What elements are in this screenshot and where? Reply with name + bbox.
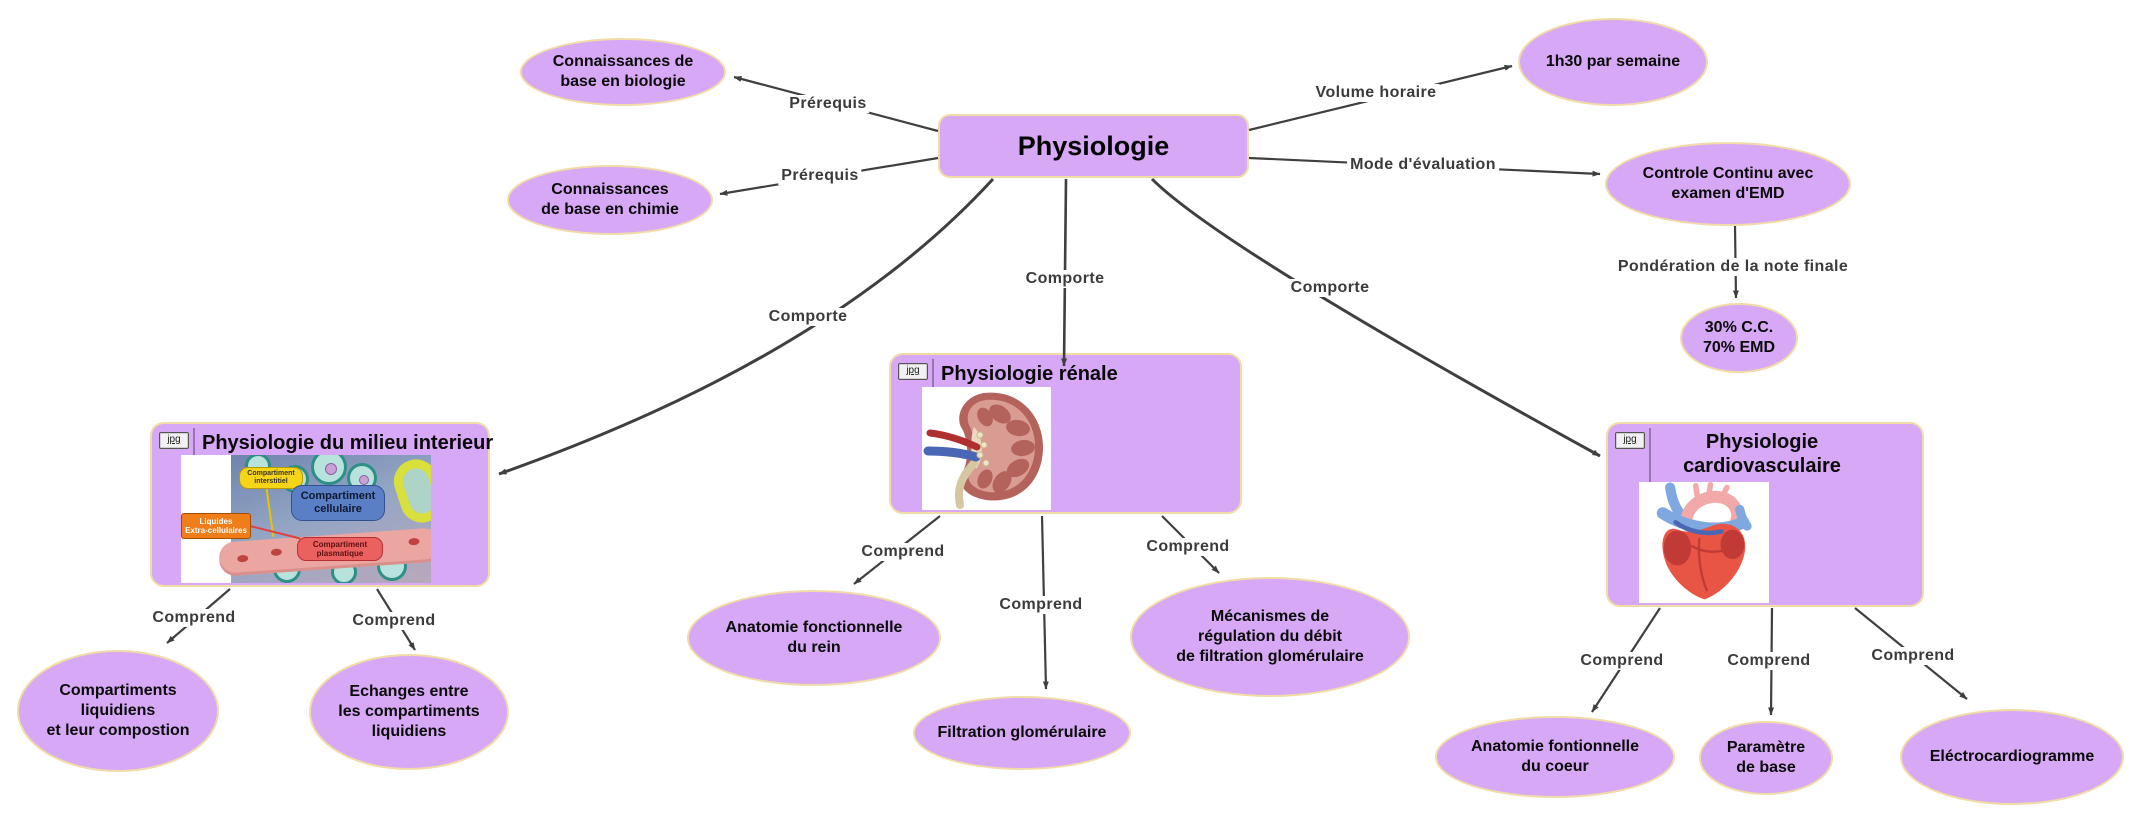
edge-label-comprend[interactable]: Comprend xyxy=(149,609,239,627)
node-text: liquidiens xyxy=(371,723,447,740)
node-text: Anatomie fontionnelle xyxy=(1471,738,1639,755)
node-connaissances-biologie[interactable]: Connaissances de base en biologie xyxy=(520,38,726,106)
node-text: Paramètre xyxy=(1726,739,1806,756)
edge-label-comprend[interactable]: Comprend xyxy=(1724,652,1814,670)
node-text: de filtration glomérulaire xyxy=(1176,648,1364,665)
edge-label-comporte[interactable]: Comporte xyxy=(765,308,851,326)
node-text: Compartiments xyxy=(59,682,177,699)
kidney-illustration xyxy=(923,392,1044,509)
edge-label-comprend[interactable]: Comprend xyxy=(858,543,948,561)
node-text: régulation du débit xyxy=(1198,628,1342,645)
label-compartiment-interstitiel: Compartiment interstitiel xyxy=(239,467,303,489)
node-text: Connaissances xyxy=(551,181,669,198)
node-text: du coeur xyxy=(1521,758,1589,775)
edge-label-comprend[interactable]: Comprend xyxy=(996,596,1086,614)
edge-label-comprend[interactable]: Comprend xyxy=(1577,652,1667,670)
node-text: Connaissances de xyxy=(552,53,694,70)
edge-label-prerequis[interactable]: Prérequis xyxy=(786,95,870,113)
heart-illustration xyxy=(1656,482,1752,600)
label-compartiment-cellulaire: Compartiment cellulaire xyxy=(291,485,385,521)
node-compartiments-liquidiens[interactable]: Compartiments liquidiens et leur compost… xyxy=(17,650,219,772)
body-fluid-compartments-image: Compartiment interstitiel Compartiment c… xyxy=(181,455,431,583)
node-text: et leur compostion xyxy=(46,722,190,739)
node-text: Eléctrocardiogramme xyxy=(1929,748,2095,765)
node-title: Physiologie cardiovasculaire xyxy=(1683,431,1841,477)
node-anatomie-rein[interactable]: Anatomie fonctionnelle du rein xyxy=(687,590,941,686)
edge-label-volume-horaire[interactable]: Volume horaire xyxy=(1312,84,1440,102)
node-electrocardiogramme[interactable]: Eléctrocardiogramme xyxy=(1900,709,2124,805)
node-text: 70% EMD xyxy=(1702,339,1776,356)
node-filtration-glomerulaire[interactable]: Filtration glomérulaire xyxy=(913,696,1131,770)
node-physiologie[interactable]: Physiologie xyxy=(938,114,1249,178)
node-text: de base xyxy=(1736,759,1796,776)
node-text: Echanges entre xyxy=(349,683,469,700)
node-echanges-compartiments[interactable]: Echanges entre les compartiments liquidi… xyxy=(309,654,509,770)
jpg-resource-badge[interactable]: jpg xyxy=(898,363,928,380)
edge-label-comporte[interactable]: Comporte xyxy=(1022,270,1108,288)
label-compartiment-plasmatique: Compartiment plasmatique xyxy=(297,537,383,561)
edge-label-comporte[interactable]: Comporte xyxy=(1287,279,1373,297)
node-controle-continu[interactable]: Controle Continu avec examen d'EMD xyxy=(1605,142,1851,226)
heart-image xyxy=(1639,482,1769,603)
node-physiologie-cardiovasculaire[interactable]: jpg Physiologie cardiovasculaire xyxy=(1606,422,1924,607)
node-physiologie-renale[interactable]: jpg Physiologie rénale xyxy=(889,353,1242,514)
node-title: Physiologie du milieu interieur xyxy=(202,432,494,454)
node-mecanismes-regulation[interactable]: Mécanismes de régulation du débit de fil… xyxy=(1130,577,1410,697)
node-text: base en biologie xyxy=(560,73,686,90)
node-text: Anatomie fonctionnelle xyxy=(725,619,903,636)
node-text: du rein xyxy=(787,639,841,656)
kidney-image xyxy=(922,387,1051,510)
node-text: 1h30 par semaine xyxy=(1545,53,1681,70)
node-volume-horaire[interactable]: 1h30 par semaine xyxy=(1518,18,1708,106)
node-text: 30% C.C. xyxy=(1704,319,1774,336)
node-physiologie-label: Physiologie xyxy=(1017,130,1170,161)
node-ponderation-note[interactable]: 30% C.C. 70% EMD xyxy=(1680,303,1798,373)
node-text: Filtration glomérulaire xyxy=(937,724,1107,741)
node-text: liquidiens xyxy=(80,702,156,719)
edge-label-comprend[interactable]: Comprend xyxy=(1143,538,1233,556)
node-connaissances-chimie[interactable]: Connaissances de base en chimie xyxy=(507,165,713,235)
edge-label-prerequis[interactable]: Prérequis xyxy=(778,167,862,185)
node-title: Physiologie rénale xyxy=(941,363,1118,385)
label-liquides-extra-cellulaires: Liquides Extra-cellulaires xyxy=(181,513,251,539)
node-parametre-base[interactable]: Paramètre de base xyxy=(1699,721,1833,795)
node-text: Mécanismes de xyxy=(1210,608,1330,625)
node-text: Controle Continu avec xyxy=(1642,165,1814,182)
edge-label-mode-evaluation[interactable]: Mode d'évaluation xyxy=(1347,156,1499,174)
node-anatomie-coeur[interactable]: Anatomie fontionnelle du coeur xyxy=(1435,716,1675,798)
edge-label-comprend[interactable]: Comprend xyxy=(1868,647,1958,665)
jpg-resource-badge[interactable]: jpg xyxy=(1615,432,1645,449)
edge-label-comprend[interactable]: Comprend xyxy=(349,612,439,630)
node-physiologie-milieu-interieur[interactable]: jpg Physiologie du milieu interieur Comp… xyxy=(150,422,494,587)
edge-label-ponderation[interactable]: Pondération de la note finale xyxy=(1614,258,1852,276)
node-text: les compartiments xyxy=(338,703,480,720)
node-text: de base en chimie xyxy=(541,201,679,218)
jpg-resource-badge[interactable]: jpg xyxy=(159,432,189,449)
node-text: examen d'EMD xyxy=(1671,185,1785,202)
